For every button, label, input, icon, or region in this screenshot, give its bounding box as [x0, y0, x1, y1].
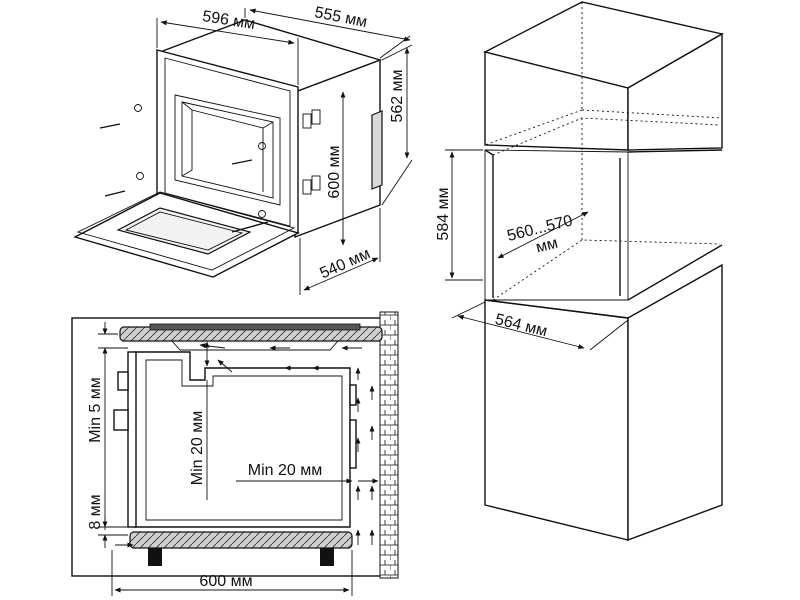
bottom-shelf — [129, 531, 353, 549]
foot-left — [148, 548, 162, 566]
oven-view: 596 мм 555 мм 562 мм 600 мм 540 мм — [73, 4, 413, 295]
dimension-front-height: 600 мм — [326, 91, 346, 246]
dimension-niche-depth: 560...570 мм — [497, 211, 589, 259]
niche-depth-label-line2: мм — [534, 235, 559, 257]
overall-width-label: 600 мм — [199, 573, 252, 590]
dimension-rear-gap: Min 20 мм — [236, 462, 379, 484]
oven-door-depth-label: 540 мм — [317, 245, 372, 282]
lower-cabinet — [484, 299, 629, 541]
oven-door — [73, 191, 300, 278]
rear-gap-label: Min 20 мм — [248, 462, 322, 479]
foot-right — [320, 548, 334, 566]
airflow-arrows — [115, 343, 375, 548]
niche-height-label: 584 мм — [435, 187, 452, 240]
dimension-height: 562 мм — [381, 44, 413, 206]
dimension-top-gap: Min 5 мм — [87, 322, 128, 530]
wall — [379, 311, 399, 579]
dimension-side-gap: Min 20 мм — [189, 341, 210, 500]
cabinet-view: 584 мм 560...570 мм 564 мм — [435, 1, 724, 542]
mounting-screws — [99, 104, 266, 218]
oven-front-height-label: 600 мм — [326, 145, 343, 198]
top-gap-label: Min 5 мм — [87, 377, 104, 443]
dimension-bottom-gap: 8 мм — [87, 494, 128, 548]
bottom-gap-label: 8 мм — [87, 494, 104, 529]
oven-cross-section — [113, 351, 357, 528]
knob-upper — [117, 371, 129, 391]
dimension-niche-height: 584 мм — [435, 149, 483, 281]
dimension-overall-width: 600 мм — [111, 550, 353, 596]
side-gap-label: Min 20 мм — [189, 411, 206, 485]
oven-height-label: 562 мм — [389, 69, 406, 122]
ventilation-view: Min 5 мм Min 20 мм Min 20 мм 8 мм — [71, 311, 399, 596]
knob-lower — [113, 409, 129, 431]
